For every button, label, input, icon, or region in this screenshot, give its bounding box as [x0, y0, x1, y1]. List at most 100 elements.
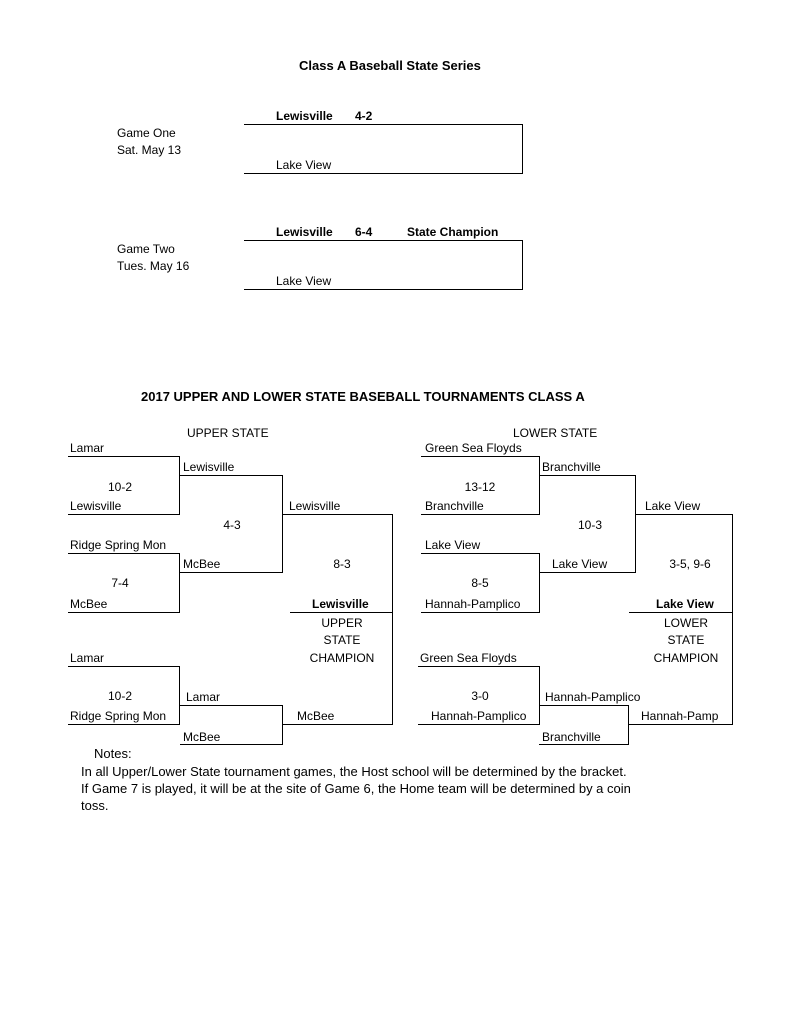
upper-r1-g3-bottom: Ridge Spring Mon: [70, 709, 167, 723]
upper-champ-line3: CHAMPION: [309, 651, 375, 665]
game-two-right-line: [522, 240, 523, 289]
game-two-result: State Champion: [407, 225, 499, 239]
upper-r1-g3-bottom-line: [68, 724, 180, 725]
upper-r1-g3-score: 10-2: [107, 689, 133, 703]
game-two-date: Tues. May 16: [117, 259, 190, 273]
lower-r1-g3-right-line: [539, 666, 540, 724]
lower-r1-g2-bottom: Hannah-Pamplico: [425, 597, 521, 611]
upper-r1-g2-score: 7-4: [111, 576, 129, 590]
lower-r2-g1-top: Branchville: [542, 460, 601, 474]
upper-r3-score: 8-3: [333, 557, 351, 571]
upper-r1-g3-top: Lamar: [70, 651, 105, 665]
notes-line-2: If Game 7 is played, it will be at the s…: [81, 781, 631, 796]
lower-r1-g1-bottom: Branchville: [425, 499, 484, 513]
game-two-score: 6-4: [355, 225, 373, 239]
lower-r3-top-line: [635, 514, 733, 515]
lower-champ-line2: STATE: [667, 633, 705, 647]
game-two-label: Game Two: [117, 242, 175, 256]
lower-r1-g2-bottom-line: [421, 612, 540, 613]
upper-r2-g1-right-line: [282, 475, 283, 572]
lower-r2-g2-bottom: Branchville: [542, 730, 601, 744]
lower-champ-line3: CHAMPION: [653, 651, 719, 665]
game-two-loser: Lake View: [276, 274, 332, 288]
series-title: Class A Baseball State Series: [299, 58, 481, 73]
upper-r2-g1-top: Lewisville: [183, 460, 235, 474]
lower-r1-g1-score: 13-12: [464, 480, 496, 494]
lower-r1-g3-bottom: Hannah-Pamplico: [431, 709, 527, 723]
lower-r3-bottom: Hannah-Pamp: [641, 709, 719, 723]
lower-r1-g2-right-line: [539, 553, 540, 612]
upper-r1-g2-right-line: [179, 553, 180, 612]
upper-r1-g3-right-line: [179, 666, 180, 724]
lower-r1-g2-score: 8-5: [471, 576, 489, 590]
lower-r2-g1-top-line: [539, 475, 636, 476]
upper-r2-g1-bottom: McBee: [183, 557, 221, 571]
upper-r2-g1-bottom-line: [180, 572, 283, 573]
lower-champion: Lake View: [656, 597, 714, 611]
upper-r1-g1-bottom-line: [68, 514, 180, 515]
notes-heading: Notes:: [94, 746, 132, 761]
notes-line-1: In all Upper/Lower State tournament game…: [81, 764, 627, 779]
game-one-bottom-line: [244, 173, 523, 174]
upper-r1-g2-top: Ridge Spring Mon: [70, 538, 167, 552]
lower-r1-g3-bottom-line: [418, 724, 540, 725]
upper-r1-g1-top: Lamar: [70, 441, 105, 455]
lower-r3-score: 3-5, 9-6: [669, 557, 711, 571]
game-one-date: Sat. May 13: [117, 143, 182, 157]
upper-r1-g1-right-line: [179, 456, 180, 514]
lower-r2-g1-bottom: Lake View: [552, 557, 608, 571]
game-two-winner: Lewisville: [276, 225, 333, 239]
game-one-loser: Lake View: [276, 158, 332, 172]
upper-champion-line: [290, 612, 393, 613]
lower-champion-line: [629, 612, 733, 613]
lower-r2-g1-bottom-line: [539, 572, 636, 573]
upper-r2-g2-top: Lamar: [186, 690, 221, 704]
lower-r3-top: Lake View: [645, 499, 701, 513]
notes-line-3: toss.: [81, 798, 109, 813]
upper-r2-g2-top-line: [180, 705, 283, 706]
lower-r1-g1-top-line: [421, 456, 540, 457]
lower-state-heading: LOWER STATE: [513, 426, 598, 440]
lower-r3-right-line: [732, 514, 733, 724]
lower-r2-g1-score: 10-3: [577, 518, 603, 532]
upper-r2-g1-top-line: [180, 475, 283, 476]
lower-r1-g2-top: Lake View: [425, 538, 481, 552]
game-one-score: 4-2: [355, 109, 373, 123]
lower-r1-g2-top-line: [421, 553, 540, 554]
upper-r3-top: Lewisville: [289, 499, 341, 513]
upper-r1-g2-top-line: [68, 553, 180, 554]
lower-r1-g3-score: 3-0: [471, 689, 489, 703]
upper-r1-g1-bottom: Lewisville: [70, 499, 122, 513]
upper-r3-bottom: McBee: [297, 709, 335, 723]
upper-r3-bottom-line: [282, 724, 393, 725]
upper-r1-g1-score: 10-2: [107, 480, 133, 494]
lower-r2-g2-top: Hannah-Pamplico: [545, 690, 641, 704]
upper-r2-g1-score: 4-3: [223, 518, 241, 532]
lower-r2-g2-bottom-line: [539, 744, 629, 745]
upper-champ-line1: UPPER: [321, 616, 363, 630]
lower-r1-g1-top: Green Sea Floyds: [425, 441, 522, 455]
upper-champ-line2: STATE: [323, 633, 361, 647]
game-two-top-line: [244, 240, 523, 241]
game-one-top-line: [244, 124, 523, 125]
upper-champion: Lewisville: [312, 597, 369, 611]
lower-r1-g3-top-line: [418, 666, 540, 667]
upper-r1-g1-top-line: [68, 456, 180, 457]
upper-r2-g2-bottom: McBee: [183, 730, 221, 744]
lower-r1-g3-top: Green Sea Floyds: [420, 651, 517, 665]
game-one-right-line: [522, 124, 523, 173]
upper-r2-g2-bottom-line: [180, 744, 283, 745]
lower-champ-line1: LOWER: [663, 616, 708, 630]
upper-r1-g2-bottom: McBee: [70, 597, 108, 611]
upper-r1-g2-bottom-line: [68, 612, 180, 613]
game-two-bottom-line: [244, 289, 523, 290]
upper-r3-right-line: [392, 514, 393, 724]
game-one-label: Game One: [117, 126, 176, 140]
lower-r3-bottom-line: [628, 724, 733, 725]
upper-r3-top-line: [282, 514, 393, 515]
lower-r1-g1-bottom-line: [421, 514, 540, 515]
game-one-winner: Lewisville: [276, 109, 333, 123]
tournament-title: 2017 UPPER AND LOWER STATE BASEBALL TOUR…: [141, 389, 585, 404]
upper-state-heading: UPPER STATE: [187, 426, 269, 440]
lower-r2-g1-right-line: [635, 475, 636, 572]
